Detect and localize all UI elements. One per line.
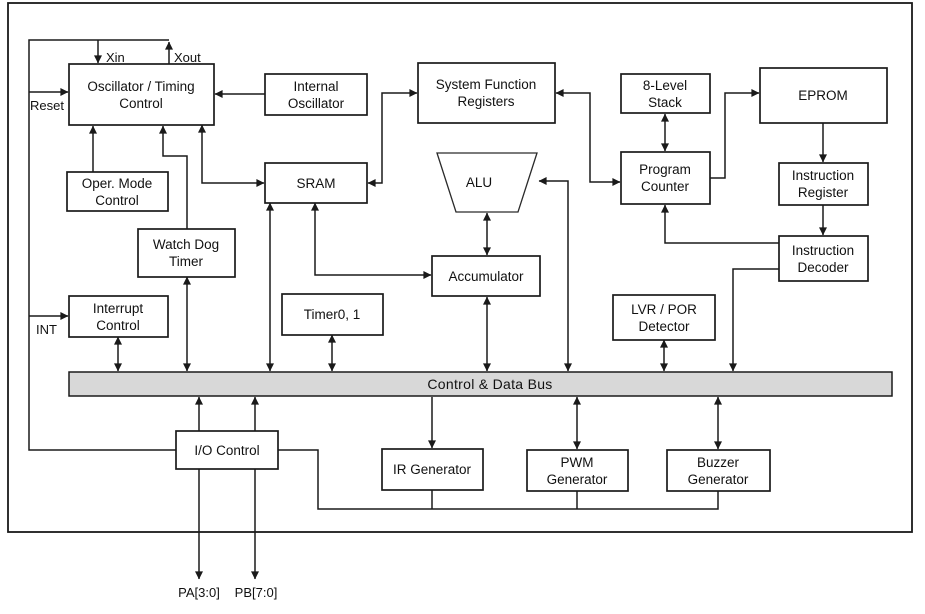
pwm-generator-box [526,449,629,492]
block-pwm-generator: PWM Generator [526,449,629,492]
port-b-label: PB[7:0] [235,585,278,600]
sram-box [264,162,368,204]
interrupt-label-1: Interrupt [93,301,144,316]
io-control-box [175,430,279,470]
lvr-por-label-2: Detector [638,319,690,334]
ir-generator-label: IR Generator [393,462,472,477]
wire-sram-accumulator [311,202,432,279]
instruction-decoder-box [778,235,869,282]
xout-pin-label: Xout [174,50,201,65]
instruction-register-label-2: Register [798,185,849,200]
block-sram: SRAM [264,162,368,204]
buzzer-generator-label-1: Buzzer [697,455,740,470]
stack-label-1: 8-Level [643,78,687,93]
block-program-counter: Program Counter [620,151,711,205]
block-system-function-registers: System Function Registers [417,62,556,124]
block-io-control: I/O Control [175,430,279,470]
stack-label-2: Stack [648,95,682,110]
buzzer-generator-box [666,449,771,492]
oscillator-label-2: Control [119,96,163,111]
timer01-label: Timer0, 1 [304,307,361,322]
internal-osc-label-1: Internal [293,79,338,94]
internal-osc-label-2: Oscillator [288,96,345,111]
wire-watchdog-to-oscillator [159,125,188,229]
block-internal-oscillator: Internal Oscillator [264,73,368,116]
stack-box [620,73,711,114]
block-interrupt-control: Interrupt Control [68,295,169,338]
watch-dog-label-1: Watch Dog [153,237,219,252]
alu-trapezoid [436,152,538,213]
oper-mode-label-1: Oper. Mode [82,176,153,191]
block-accumulator: Accumulator [431,255,541,297]
block-ir-generator: IR Generator [381,448,484,491]
oper-mode-label-2: Control [95,193,139,208]
control-data-bus: Control & Data Bus [68,371,893,397]
block-lvr-por-detector: LVR / POR Detector [612,294,716,341]
eprom-label: EPROM [798,88,848,103]
pin-labels: Xin Xout Reset INT PA[3:0] PB[7:0] [30,50,277,600]
wire-instdecoder-to-programcounter [661,204,779,244]
sfr-box [417,62,556,124]
wire-xtal-reset-loop [28,39,176,451]
pwm-generator-label-2: Generator [547,472,608,487]
block-instruction-register: Instruction Register [778,162,869,206]
block-oscillator-timing-control: Oscillator / Timing Control [68,63,215,126]
sfr-label-2: Registers [457,94,514,109]
lvr-por-label-1: LVR / POR [631,302,697,317]
buzzer-generator-label-2: Generator [688,472,749,487]
oper-mode-box [66,171,169,212]
wire-sfr-programcounter [555,89,621,186]
port-a-label: PA[3:0] [178,585,220,600]
watch-dog-label-2: Timer [169,254,203,269]
ir-generator-box [381,448,484,491]
interrupt-label-2: Control [96,318,140,333]
lvr-por-box [612,294,716,341]
io-control-label: I/O Control [194,443,259,458]
xin-pin-label: Xin [106,50,125,65]
interrupt-box [68,295,169,338]
block-buzzer-generator: Buzzer Generator [666,449,771,492]
eprom-box [759,67,888,124]
wire-sram-sfr [367,89,418,187]
pwm-generator-label-1: PWM [561,455,594,470]
int-pin-label: INT [36,322,57,337]
watch-dog-box [137,228,236,278]
timer01-box [281,293,384,336]
wires [28,39,827,580]
wire-programcounter-to-eprom [710,89,760,179]
instruction-decoder-label-2: Decoder [797,260,849,275]
instruction-register-label-1: Instruction [792,168,854,183]
block-timer01: Timer0, 1 [281,293,384,336]
instruction-decoder-label-1: Instruction [792,243,854,258]
program-counter-label-2: Counter [641,179,690,194]
wire-oscillator-sram [198,124,265,187]
oscillator-box [68,63,215,126]
reset-pin-label: Reset [30,98,64,113]
block-8-level-stack: 8-Level Stack [620,73,711,114]
sfr-label-1: System Function [436,77,537,92]
block-oper-mode-control: Oper. Mode Control [66,171,169,212]
wire-iocontrol-output-rail [278,449,719,510]
chip-boundary [7,2,913,533]
block-watch-dog-timer: Watch Dog Timer [137,228,236,278]
sram-label: SRAM [296,176,335,191]
accumulator-label: Accumulator [448,269,524,284]
accumulator-box [431,255,541,297]
program-counter-label-1: Program [639,162,691,177]
oscillator-label-1: Oscillator / Timing [87,79,194,94]
internal-osc-box [264,73,368,116]
block-eprom: EPROM [759,67,888,124]
alu-label: ALU [466,175,492,190]
block-alu: ALU [436,152,538,213]
bus-bar [68,371,893,397]
bus-label: Control & Data Bus [427,376,552,392]
block-instruction-decoder: Instruction Decoder [778,235,869,282]
program-counter-box [620,151,711,205]
instruction-register-box [778,162,869,206]
wire-instdecoder-to-bus [729,268,779,372]
wire-alu-bus [538,177,572,372]
